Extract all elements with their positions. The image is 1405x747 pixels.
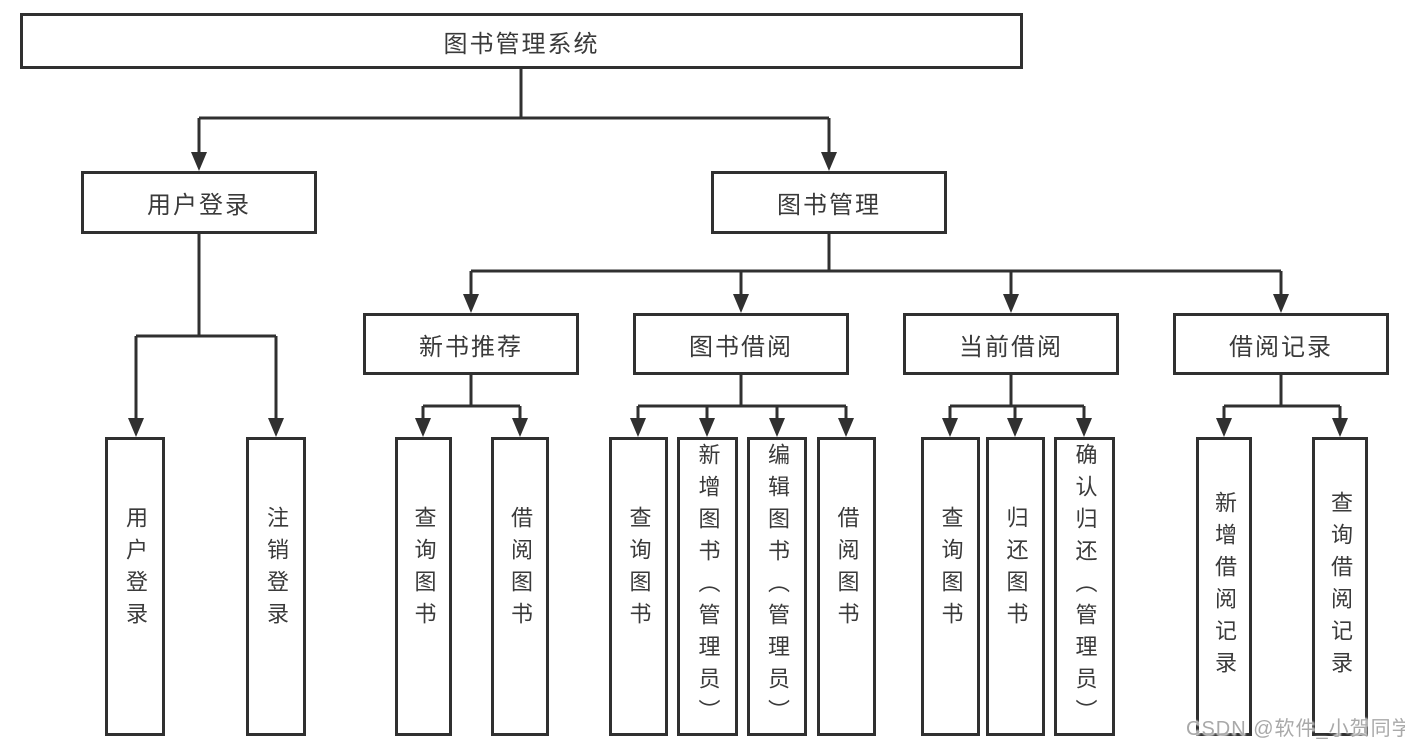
connector-book-mgmt	[469, 234, 1283, 295]
arrowhead	[630, 418, 646, 437]
node-book-borrowing: 图书借阅	[633, 313, 849, 375]
node-label: 借阅图书	[834, 505, 860, 634]
arrowhead	[1007, 418, 1023, 437]
arrowhead	[191, 152, 207, 171]
leaf-add-books-admin: 新增图书（管理员）	[677, 437, 738, 736]
leaf-borrow-books: 借阅图书	[817, 437, 876, 736]
node-label: 查询图书	[626, 505, 652, 634]
arrowhead	[733, 294, 749, 313]
arrowhead	[463, 294, 479, 313]
leaf-edit-books-admin: 编辑图书（管理员）	[747, 437, 807, 736]
node-label: 注销登录	[264, 505, 289, 634]
arrowhead	[268, 418, 284, 437]
node-label: 查询借阅记录	[1328, 490, 1353, 683]
node-label: 新书推荐	[419, 333, 523, 361]
leaf-add-borrow-record: 新增借阅记录	[1196, 437, 1252, 736]
connector-new-book-rec	[421, 375, 522, 419]
leaf-confirm-return-admin: 确认归还（管理员）	[1054, 437, 1115, 736]
connector-book-borrow	[636, 375, 848, 419]
arrowhead	[1003, 294, 1019, 313]
node-label: 编辑图书（管理员）	[765, 442, 790, 731]
arrowhead	[699, 418, 715, 437]
arrowhead	[415, 418, 431, 437]
node-label: 当前借阅	[959, 333, 1063, 361]
node-label: 新增图书（管理员）	[695, 442, 721, 731]
node-label: 查询图书	[938, 505, 964, 634]
node-label: 查询图书	[411, 505, 437, 634]
leaf-borrow-books-recommend: 借阅图书	[491, 437, 549, 736]
node-label: 用户登录	[147, 192, 251, 219]
node-label: 新增借阅记录	[1212, 490, 1237, 683]
node-label: 图书借阅	[689, 333, 793, 361]
node-label: 确认归还（管理员）	[1072, 442, 1098, 731]
node-label: 图书管理系统	[443, 30, 600, 58]
node-label: 借阅图书	[508, 505, 533, 634]
node-label: 图书管理	[777, 192, 881, 219]
leaf-return-books: 归还图书	[986, 437, 1045, 736]
leaf-query-books-recommend: 查询图书	[395, 437, 452, 736]
arrowhead	[512, 418, 528, 437]
leaf-query-borrow-record: 查询借阅记录	[1312, 437, 1368, 736]
arrowhead	[1273, 294, 1289, 313]
node-current-borrowing: 当前借阅	[903, 313, 1119, 375]
connector-root	[197, 68, 831, 153]
connector-current-borrow	[948, 375, 1086, 419]
leaf-query-books-current: 查询图书	[921, 437, 980, 736]
node-label: 借阅记录	[1229, 333, 1333, 361]
node-label: 用户登录	[123, 505, 148, 634]
csdn-watermark: CSDN @软件_小贺同学	[1186, 718, 1405, 740]
arrowhead	[1332, 418, 1348, 437]
arrowhead	[1076, 418, 1092, 437]
arrowhead	[838, 418, 854, 437]
arrowhead	[1216, 418, 1232, 437]
leaf-user-login: 用户登录	[105, 437, 165, 736]
node-book-management-system: 图书管理系统	[20, 13, 1023, 69]
leaf-logout: 注销登录	[246, 437, 306, 736]
connector-borrow-records	[1222, 375, 1342, 419]
connector-user-login	[134, 234, 278, 419]
node-label: 归还图书	[1003, 505, 1029, 634]
node-book-management: 图书管理	[711, 171, 947, 234]
node-new-book-recommend: 新书推荐	[363, 313, 579, 375]
node-borrowing-records: 借阅记录	[1173, 313, 1389, 375]
arrowhead	[942, 418, 958, 437]
arrowhead	[769, 418, 785, 437]
arrowhead	[821, 152, 837, 171]
node-user-login: 用户登录	[81, 171, 317, 234]
arrowhead	[128, 418, 144, 437]
leaf-query-books-borrowing: 查询图书	[609, 437, 668, 736]
